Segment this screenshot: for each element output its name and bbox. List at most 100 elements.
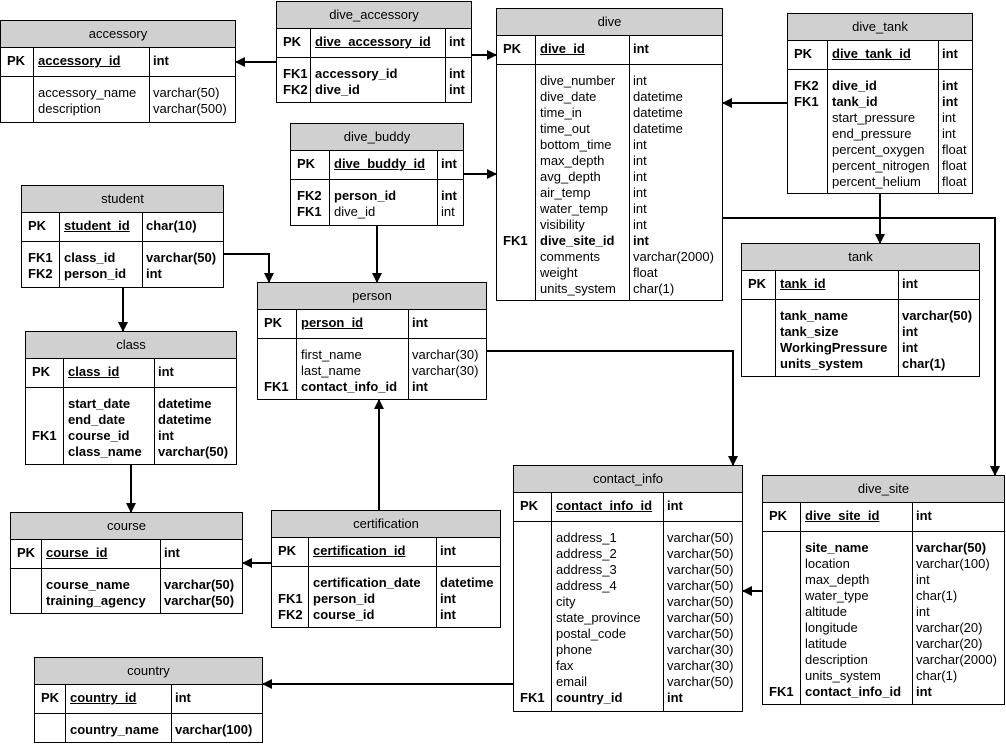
column-type: varchar(50) (667, 674, 734, 689)
key-label: PK (32, 364, 51, 379)
column-type: int (916, 572, 930, 587)
type-column-divider (408, 310, 409, 338)
column-type: varchar(50) (667, 546, 734, 561)
key-column-divider (272, 567, 309, 627)
column-type: char(1) (902, 356, 946, 371)
column-type: varchar(500) (153, 101, 227, 116)
key-column-divider (788, 70, 828, 193)
column-name: city (556, 594, 576, 609)
column-name: person_id (64, 266, 127, 281)
column-type: varchar(30) (412, 347, 479, 362)
column-name: weight (540, 265, 578, 280)
column-name: end_pressure (832, 126, 912, 141)
column-name: max_depth (805, 572, 870, 587)
type-column-divider (436, 567, 437, 627)
column-type: char(1) (633, 281, 675, 296)
column-type: varchar(50) (164, 593, 235, 608)
column-name: person_id (334, 188, 397, 203)
column-name: water_type (805, 588, 869, 603)
key-label: FK1 (278, 591, 303, 606)
key-label: FK2 (297, 188, 322, 203)
column-name: start_pressure (832, 110, 916, 125)
column-row: address_2 varchar(50) (514, 546, 742, 562)
key-label: FK1 (297, 204, 322, 219)
column-type: varchar(100) (175, 722, 253, 737)
type-column-divider (663, 493, 664, 521)
column-name: dive_id (334, 204, 376, 219)
column-name: accessory_id (38, 53, 121, 68)
column-type: int (153, 53, 169, 68)
column-name: accessory_id (315, 66, 398, 81)
column-name: tank_id (780, 276, 826, 291)
column-type: int (633, 41, 649, 56)
column-name: contact_info_id (301, 379, 398, 394)
key-column-divider (763, 532, 801, 704)
column-name: country_id (70, 690, 137, 705)
column-type: int (942, 46, 958, 61)
key-label: PK (794, 46, 813, 61)
type-column-divider (171, 685, 172, 713)
key-column-divider (11, 569, 42, 613)
key-label: PK (7, 53, 26, 68)
column-type: int (942, 110, 956, 125)
column-name: course_id (313, 607, 375, 622)
key-label: PK (278, 543, 297, 558)
column-type: float (633, 265, 658, 280)
column-type: float (942, 142, 967, 157)
type-column-divider (149, 48, 150, 76)
table-title: country (35, 658, 262, 685)
column-name: address_2 (556, 546, 617, 561)
column-name: contact_info_id (805, 684, 902, 699)
column-name: contact_info_id (556, 498, 653, 513)
key-column-divider (35, 714, 66, 742)
type-column-divider (160, 540, 161, 568)
column-name: phone (556, 642, 593, 657)
column-type: int (633, 169, 647, 184)
